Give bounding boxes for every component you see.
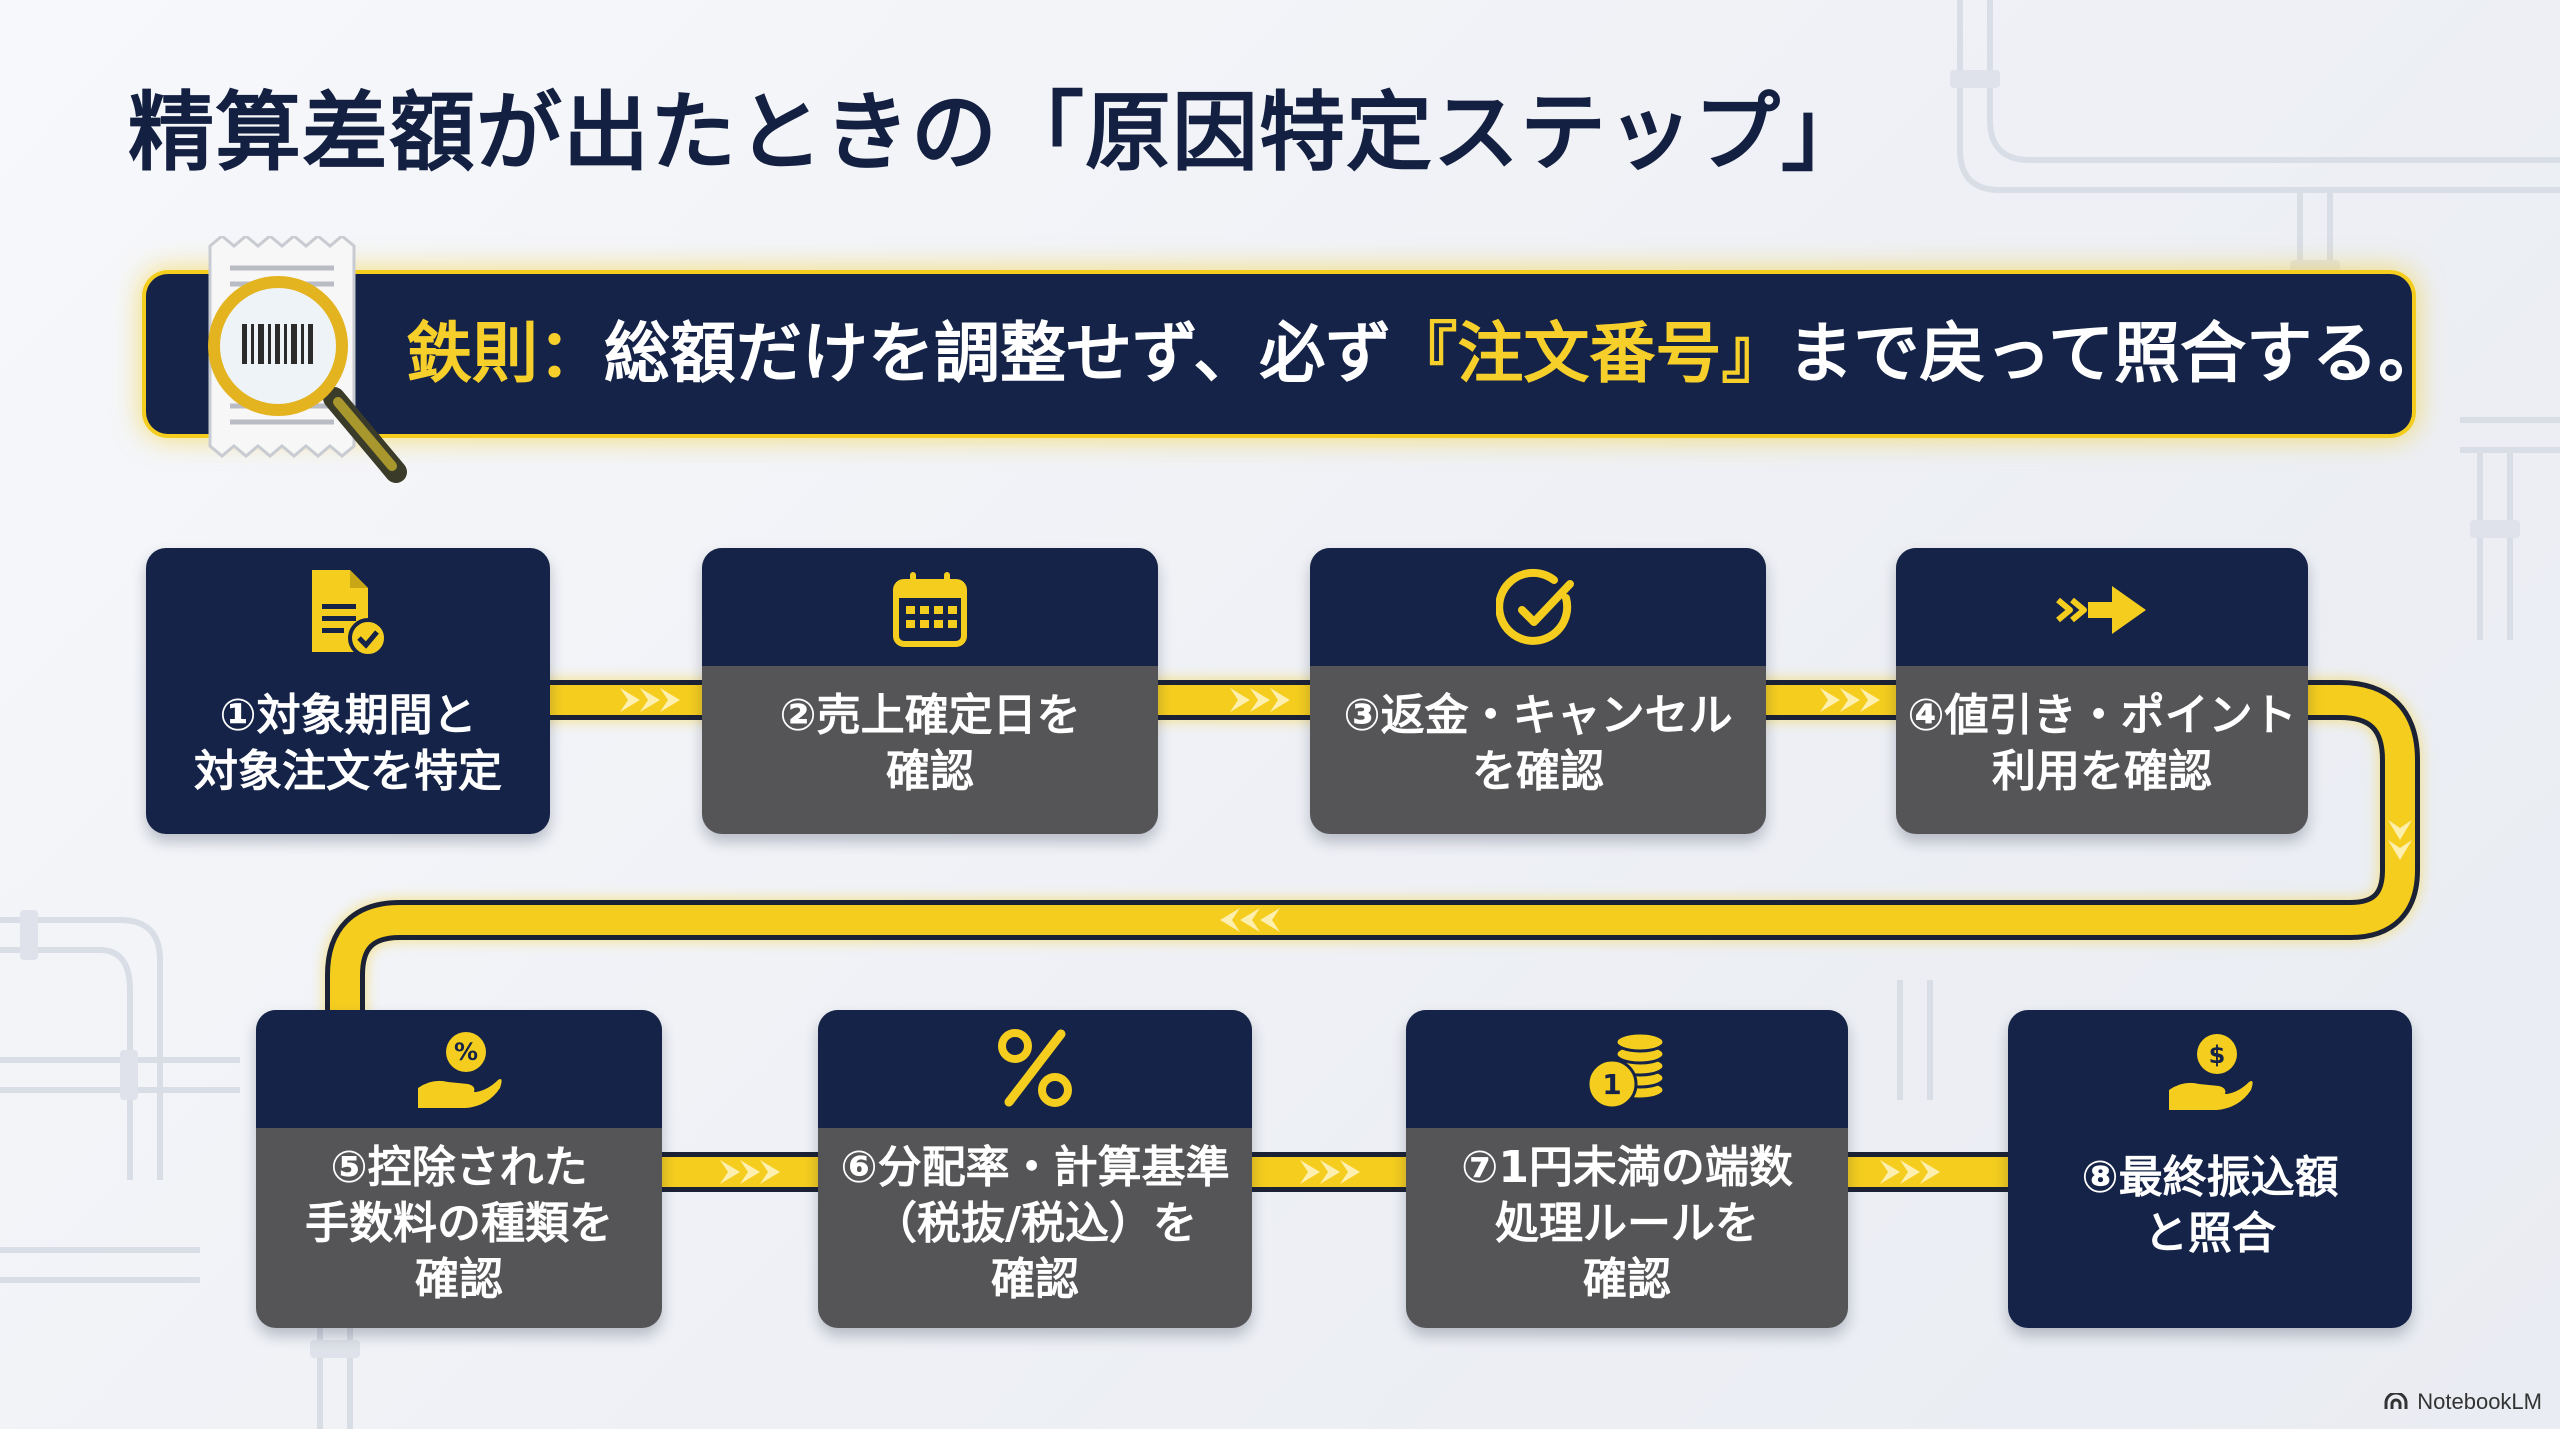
- notebooklm-logo-icon: [2384, 1393, 2408, 1409]
- step-card-3: ③返金・キャンセル を確認: [1310, 548, 1766, 834]
- arrow-right-icon: [2056, 586, 2146, 634]
- rule-highlight: 『注文番号』: [1391, 315, 1788, 392]
- step-card-1: ①対象期間と 対象注文を特定: [146, 548, 550, 834]
- svg-text:1: 1: [1602, 1068, 1621, 1101]
- svg-text:$: $: [2209, 1041, 2226, 1069]
- step-card-7: 1 ⑦1円未満の端数 処理ルールを 確認: [1406, 1010, 1848, 1328]
- step-8-label: ⑧最終振込額 と照合: [2081, 1152, 2339, 1259]
- step-card-8: $ ⑧最終振込額 と照合: [2008, 1010, 2412, 1328]
- rule-text: 鉄則：総額だけを調整せず、必ず『注文番号』まで戻って照合する。: [406, 274, 2444, 434]
- percent-icon: [998, 1029, 1072, 1107]
- step-4-label: ④値引き・ポイント 利用を確認: [1907, 690, 2297, 797]
- page-title: 精算差額が出たときの「原因特定ステップ」: [128, 83, 1868, 183]
- brand-name: NotebookLM: [2417, 1389, 2542, 1414]
- document-check-icon: [312, 570, 388, 658]
- step-card-6: ⑥分配率・計算基準 （税抜/税込）を 確認: [818, 1010, 1252, 1328]
- step-3-label: ③返金・キャンセル を確認: [1343, 690, 1733, 797]
- step-7-label: ⑦1円未満の端数 処理ルールを 確認: [1461, 1142, 1793, 1305]
- brand-mark: NotebookLM: [2383, 1389, 2542, 1415]
- step-6-label: ⑥分配率・計算基準 （税抜/税込）を 確認: [840, 1142, 1230, 1305]
- coins-icon: 1: [1586, 1031, 1666, 1110]
- hand-percent-icon: %: [418, 1032, 502, 1108]
- rule-banner: 鉄則：総額だけを調整せず、必ず『注文番号』まで戻って照合する。: [146, 274, 2444, 434]
- check-circle-icon: [1496, 568, 1574, 645]
- receipt-magnifier-icon: [208, 236, 407, 483]
- step-card-4: ④値引き・ポイント 利用を確認: [1896, 548, 2308, 834]
- rule-lead: 鉄則：: [406, 315, 604, 392]
- calendar-icon: [893, 572, 967, 647]
- rule-text-before: 総額だけを調整せず、必ず: [604, 315, 1392, 392]
- step-5-label: ⑤控除された 手数料の種類を 確認: [305, 1142, 613, 1305]
- hand-dollar-icon: $: [2169, 1034, 2253, 1110]
- step-card-5: % ⑤控除された 手数料の種類を 確認: [256, 1010, 662, 1328]
- step-card-2: ②売上確定日を 確認: [702, 548, 1158, 834]
- step-1-label: ①対象期間と 対象注文を特定: [194, 690, 502, 797]
- svg-text:%: %: [454, 1038, 478, 1066]
- step-2-label: ②売上確定日を 確認: [779, 690, 1081, 797]
- rule-text-after: まで戻って照合する。: [1787, 315, 2445, 392]
